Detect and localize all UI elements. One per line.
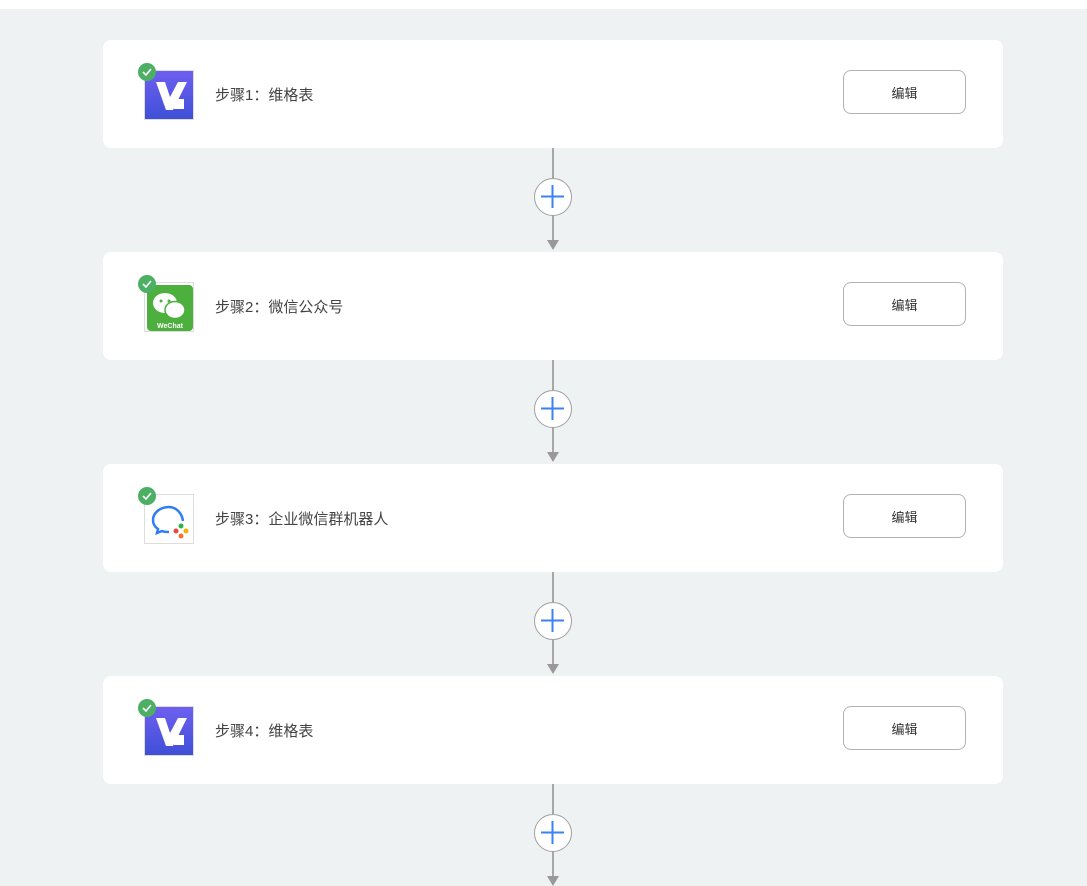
check-icon [138, 275, 156, 293]
step-label: 步骤2：微信公众号 [215, 299, 344, 316]
step-label: 步骤1：维格表 [215, 87, 314, 104]
arrow-down-icon [547, 240, 559, 250]
check-icon [138, 63, 156, 81]
arrow-down-icon [547, 452, 559, 462]
add-step-button[interactable] [534, 602, 572, 640]
step-card[interactable]: WeChat 步骤2：微信公众号 编辑 [103, 252, 1003, 360]
plus-icon [541, 397, 564, 420]
top-bar [0, 0, 1087, 9]
arrow-down-icon [547, 876, 559, 886]
plus-icon [541, 609, 564, 632]
step-card[interactable]: 步骤4：维格表 编辑 [103, 676, 1003, 784]
add-step-button[interactable] [534, 390, 572, 428]
edit-button[interactable]: 编辑 [843, 706, 966, 750]
step-card[interactable]: 步骤1：维格表 编辑 [103, 40, 1003, 148]
edit-button[interactable]: 编辑 [843, 494, 966, 538]
plus-icon [541, 185, 564, 208]
check-icon [138, 699, 156, 717]
edit-button[interactable]: 编辑 [843, 282, 966, 326]
wechat-logo-text: WeChat [157, 323, 184, 330]
plus-icon [541, 821, 564, 844]
wechat-icon: WeChat [144, 282, 194, 332]
add-step-button[interactable] [534, 814, 572, 852]
check-icon [138, 487, 156, 505]
step-card[interactable]: 步骤3：企业微信群机器人 编辑 [103, 464, 1003, 572]
add-step-button[interactable] [534, 178, 572, 216]
step-label: 步骤3：企业微信群机器人 [215, 511, 389, 528]
step-label: 步骤4：维格表 [215, 723, 314, 740]
arrow-down-icon [547, 664, 559, 674]
vika-icon [144, 70, 194, 120]
edit-button[interactable]: 编辑 [843, 70, 966, 114]
